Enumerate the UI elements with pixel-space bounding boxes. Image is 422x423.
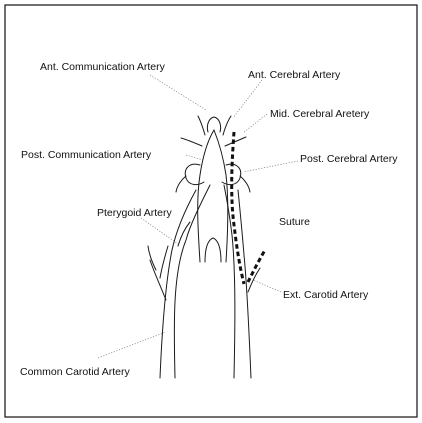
label-pterygoid-artery: Pterygoid Artery	[97, 207, 172, 219]
leader-ant-communication	[150, 75, 206, 110]
label-ext-carotid-artery: Ext. Carotid Artery	[283, 289, 369, 301]
left-common-carotid	[174, 185, 210, 378]
label-post-communication-artery: Post. Communication Artery	[21, 149, 152, 161]
basilar-loop	[205, 238, 221, 262]
leader-ext-carotid	[253, 280, 281, 292]
artery-drawing	[148, 116, 260, 378]
leader-post-communication	[186, 155, 203, 160]
labels: Ant. Communication Artery Ant. Cerebral …	[20, 61, 398, 378]
left-middle-cerebral	[181, 138, 202, 146]
label-ant-cerebral-artery: Ant. Cerebral Artery	[248, 69, 341, 81]
left-external-carotid	[150, 260, 166, 300]
right-anterior-cerebral	[223, 116, 231, 135]
leader-mid-cerebral	[243, 114, 267, 133]
left-external-branch-b	[160, 246, 168, 278]
label-ant-communication-artery: Ant. Communication Artery	[40, 61, 166, 73]
right-posterior-branch	[240, 176, 250, 192]
leader-post-cerebral	[243, 161, 298, 172]
leader-ant-cerebral	[233, 80, 262, 118]
left-internal-carotid	[198, 130, 214, 262]
leader-common-carotid	[98, 332, 166, 358]
right-common-carotid-outer	[238, 190, 251, 378]
leader-pterygoid	[141, 218, 178, 244]
label-post-cerebral-artery: Post. Cerebral Artery	[300, 153, 398, 165]
suture-line-external	[248, 250, 265, 282]
left-posterior-branch	[176, 176, 186, 192]
right-middle-cerebral	[225, 137, 246, 146]
right-common-carotid	[224, 185, 235, 378]
label-common-carotid-artery: Common Carotid Artery	[20, 366, 130, 378]
label-suture: Suture	[279, 216, 310, 228]
label-mid-cerebral-artery: Mid. Cerebral Aretery	[270, 108, 370, 120]
left-anterior-cerebral	[198, 116, 205, 135]
